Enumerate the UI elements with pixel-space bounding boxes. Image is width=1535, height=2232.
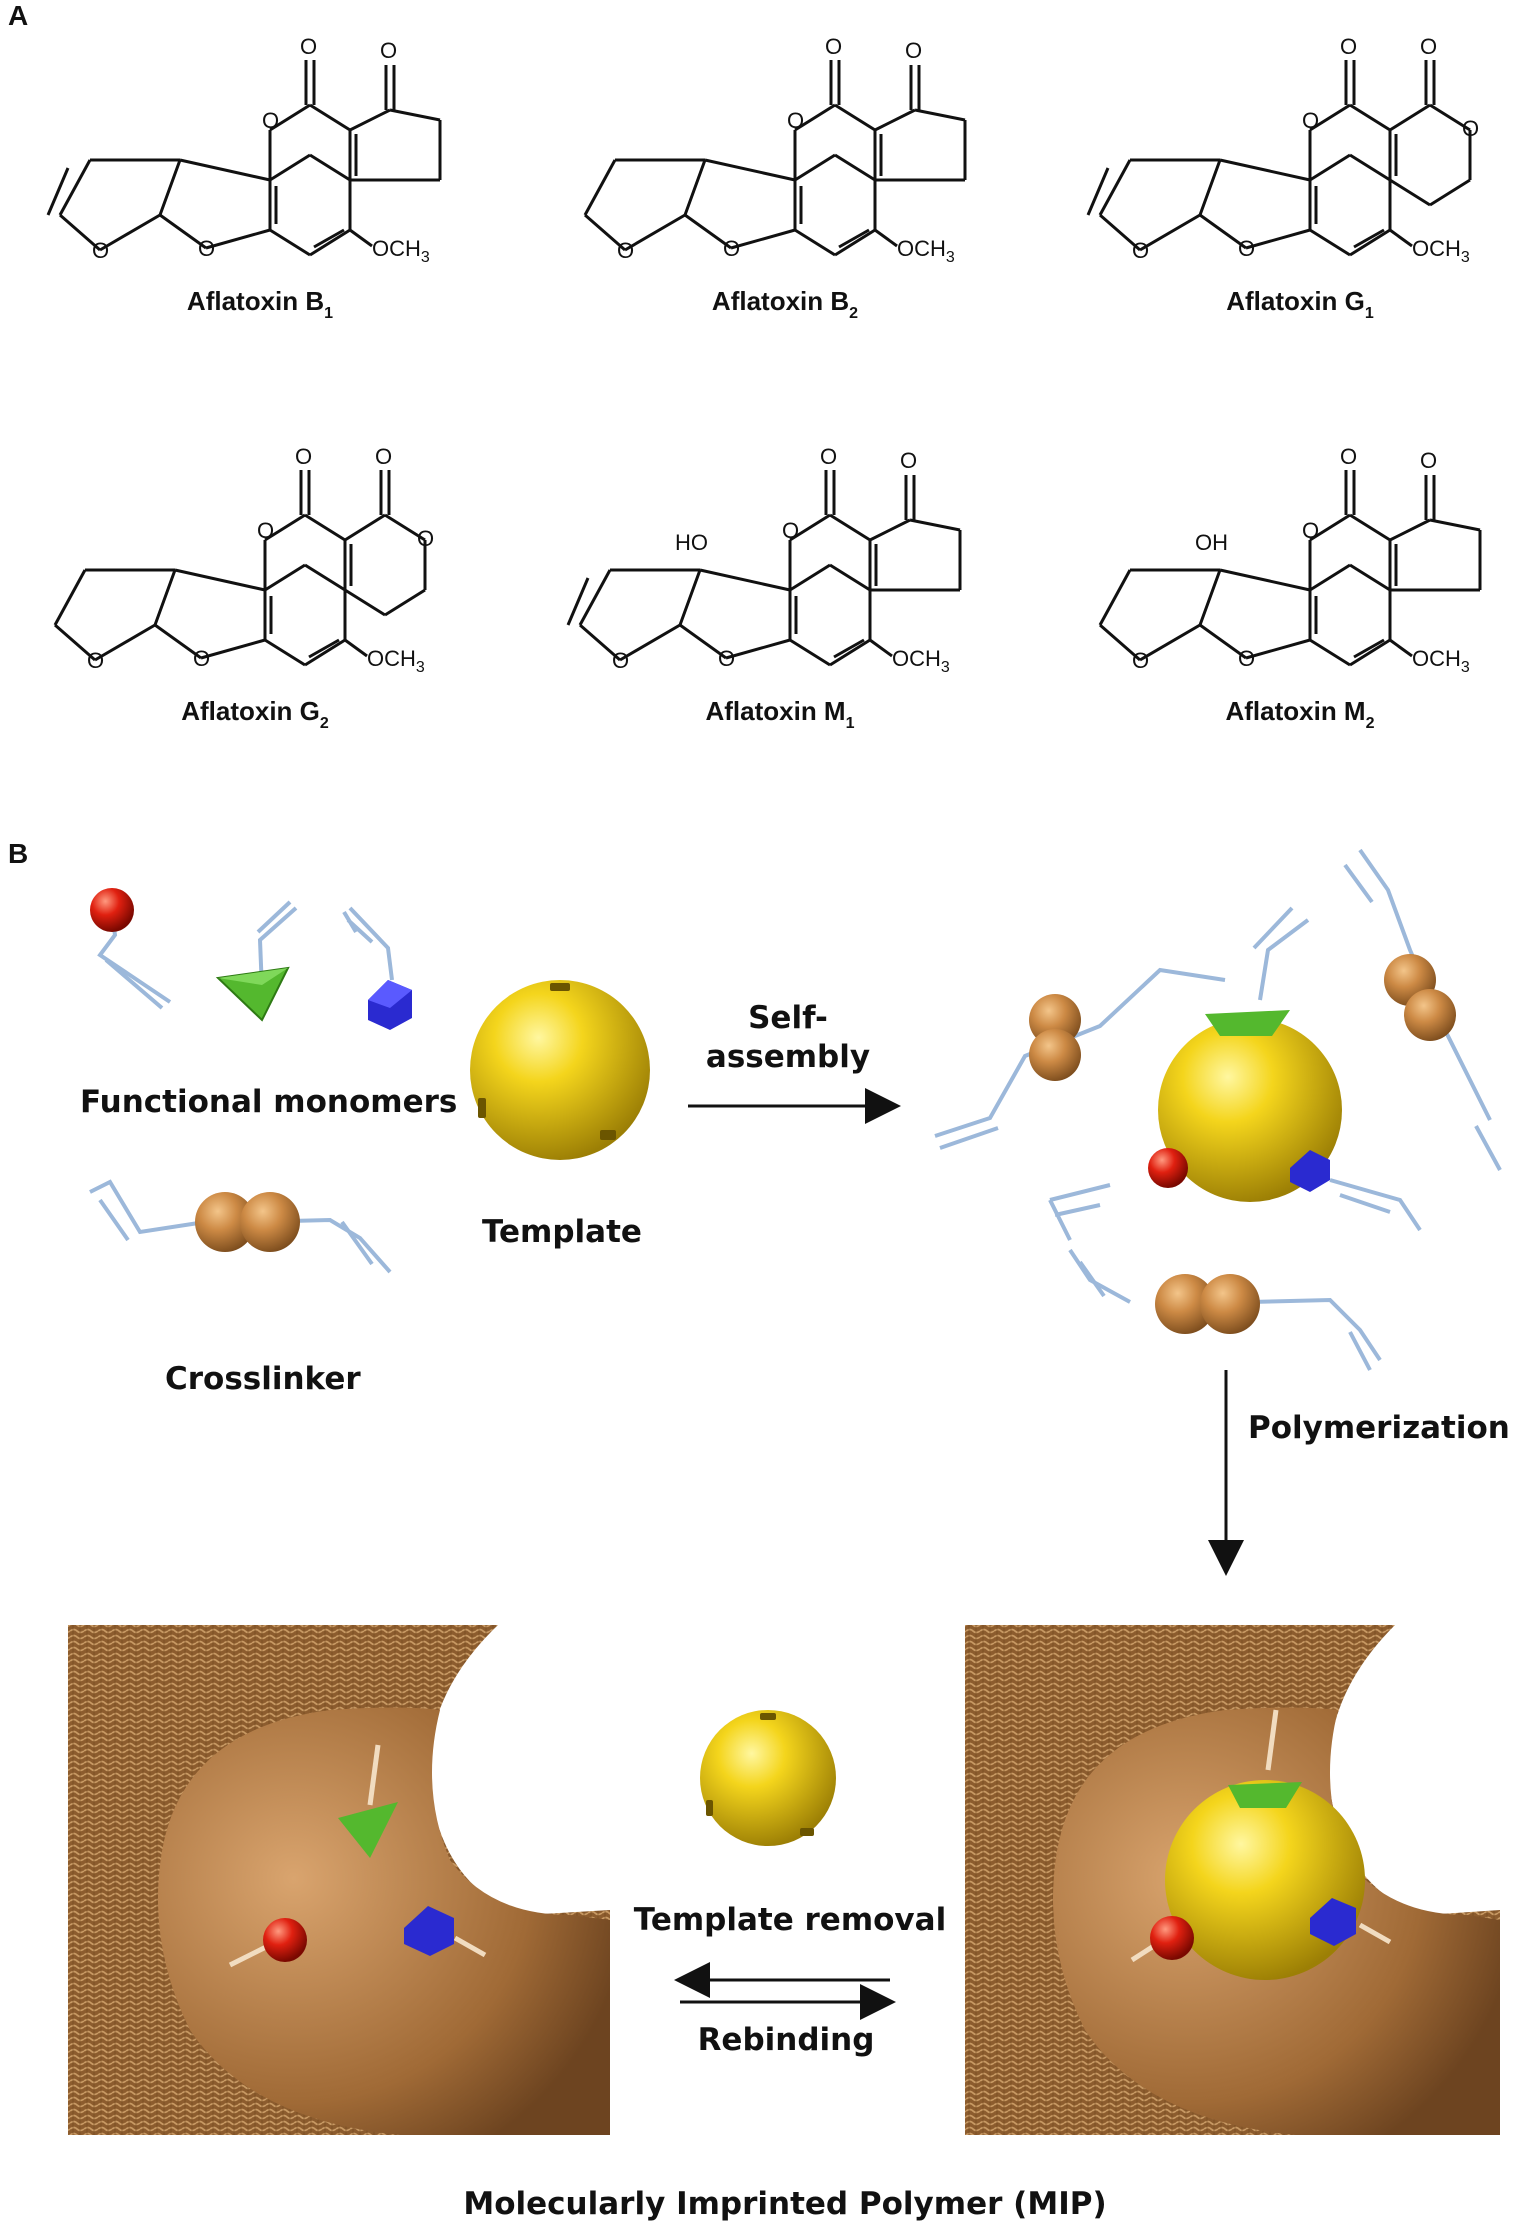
skeleton-bonds: O O O O OCH3 O O [53, 444, 434, 676]
methoxy-label: OCH3 [897, 236, 955, 266]
oxygen-atom: O [1340, 34, 1357, 59]
oxygen-atom: O [617, 238, 634, 263]
aflatoxin-name: Aflatoxin B1 [187, 286, 333, 322]
skeleton-bonds: O O O OCH3 O O [583, 34, 967, 266]
aflatoxin-structure: O O O O OCH3 O O Aflatoxin G1 [1060, 10, 1535, 370]
oxygen-atom: O [612, 648, 629, 673]
oxygen-atom: O [820, 444, 837, 469]
oxygen-atom: O [295, 444, 312, 469]
oxygen-atom: O [198, 236, 215, 261]
oxygen-atom: O [1132, 238, 1149, 263]
template-removal-label: Template removal [634, 1902, 946, 1938]
mip-scheme: Functional monomers Crosslinker Template… [0, 830, 1535, 2232]
skeleton-bonds: O O O OCH3 O O [46, 34, 442, 266]
oxygen-atom: O [825, 34, 842, 59]
oxygen-atom: O [257, 518, 274, 543]
oxygen-atom: O [1132, 648, 1149, 673]
rebinding-label: Rebinding [698, 2022, 875, 2058]
skeleton-bonds: O O O OCH3 O O HO [566, 444, 962, 676]
oxygen-atom: O [300, 34, 317, 59]
crosslinker-label: Crosslinker [165, 1361, 361, 1397]
oxygen-atom: O [723, 236, 740, 261]
aflatoxin-structure: O O O OCH3 O O Aflatoxin B1 [20, 10, 500, 370]
oxygen-atom: O [1238, 236, 1255, 261]
mip-label: Molecularly Imprinted Polymer (MIP) [463, 2186, 1106, 2222]
oxygen-atom: O [87, 648, 104, 673]
aflatoxin-structure: O O O OCH3 O O OH Aflatoxin M2 [1060, 420, 1535, 780]
oxygen-atom: O [787, 108, 804, 133]
oxygen-atom: O [92, 238, 109, 263]
oxygen-atom: O [905, 38, 922, 63]
methoxy-label: OCH3 [367, 646, 425, 676]
skeleton-bonds: O O O OCH3 O O OH [1098, 444, 1482, 676]
oxygen-atom: O [900, 448, 917, 473]
aflatoxin-structure: O O O OCH3 O O HO Aflatoxin M1 [540, 420, 1020, 780]
template-sphere [470, 980, 650, 1160]
functional-monomer-green [215, 900, 298, 1022]
self-assembly-label-line2: assembly [706, 1039, 870, 1075]
methoxy-label: OCH3 [372, 236, 430, 266]
oxygen-atom: O [193, 646, 210, 671]
methoxy-label: OCH3 [1412, 646, 1470, 676]
oxygen-atom: O [262, 108, 279, 133]
mip-empty-cavity [68, 1625, 610, 2135]
aflatoxin-name: Aflatoxin B2 [712, 286, 858, 322]
aflatoxin-name: Aflatoxin G2 [181, 696, 329, 732]
template-label: Template [482, 1214, 642, 1250]
polymerization-label: Polymerization [1248, 1410, 1510, 1446]
methoxy-label: OCH3 [892, 646, 950, 676]
oxygen-atom: O [380, 38, 397, 63]
methoxy-label: OCH3 [1412, 236, 1470, 266]
aflatoxin-name: Aflatoxin M2 [1225, 696, 1374, 732]
oxygen-atom: O [1302, 518, 1319, 543]
aflatoxin-structure: O O O O OCH3 O O Aflatoxin G2 [15, 420, 495, 780]
oxygen-atom: O [375, 444, 392, 469]
pre-polymerization-complex [934, 848, 1502, 1371]
oxygen-atom: O [1420, 448, 1437, 473]
oxygen-atom: O [417, 526, 434, 551]
aflatoxin-structure: O O O OCH3 O O Aflatoxin B2 [545, 10, 1025, 370]
functional-monomer-blue [342, 906, 412, 1030]
oxygen-atom: O [1302, 108, 1319, 133]
self-assembly-label-line1: Self- [748, 1000, 828, 1036]
aflatoxin-name: Aflatoxin G1 [1226, 286, 1374, 322]
skeleton-bonds: O O O O OCH3 O O [1086, 34, 1479, 266]
oxygen-atom: O [718, 646, 735, 671]
hydroxyl-label: HO [675, 530, 708, 555]
oxygen-atom: O [1340, 444, 1357, 469]
aflatoxin-name: Aflatoxin M1 [705, 696, 854, 732]
functional-monomer-red [90, 888, 172, 1010]
oxygen-atom: O [1420, 34, 1437, 59]
mip-scheme-drawing: Functional monomers Crosslinker Template… [68, 848, 1510, 2222]
panel-a-label: A [8, 0, 29, 31]
hydroxyl-label: OH [1195, 530, 1228, 555]
panel-b-label: B [8, 838, 29, 869]
released-template [700, 1710, 836, 1846]
functional-monomers-label: Functional monomers [80, 1084, 457, 1120]
oxygen-atom: O [1238, 646, 1255, 671]
oxygen-atom: O [782, 518, 799, 543]
mip-bound-template [965, 1625, 1500, 2135]
oxygen-atom: O [1462, 116, 1479, 141]
crosslinker [89, 1179, 392, 1274]
